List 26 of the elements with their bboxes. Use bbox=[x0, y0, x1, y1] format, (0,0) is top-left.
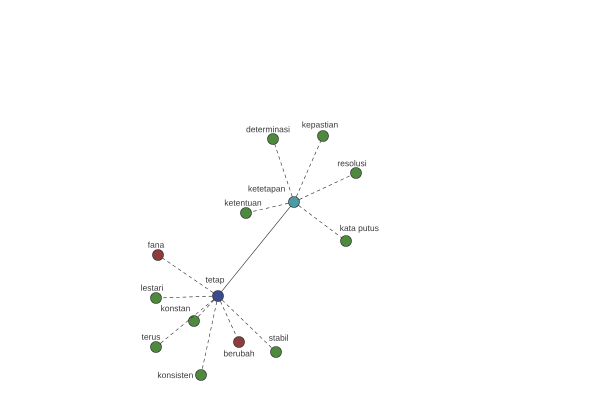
connector-line bbox=[296, 141, 321, 197]
connector-line bbox=[274, 144, 292, 197]
word-label: ketentuan bbox=[224, 200, 262, 206]
word-label: tetap bbox=[206, 277, 224, 284]
word-label: fana bbox=[148, 242, 164, 248]
word-label: kepastian bbox=[302, 121, 338, 130]
connector-line bbox=[198, 300, 214, 318]
connector-line bbox=[162, 296, 212, 298]
word-label: lestari bbox=[141, 284, 163, 291]
word-label: stabil bbox=[268, 334, 288, 341]
word-label: resolusi bbox=[338, 160, 366, 166]
word-label: ketetapan bbox=[248, 185, 285, 194]
connector-line bbox=[251, 203, 289, 212]
word-label: determinasi bbox=[246, 126, 290, 132]
connector-line bbox=[221, 206, 291, 292]
word-label: konstan bbox=[161, 305, 190, 312]
connector-line bbox=[160, 299, 214, 344]
connector-line bbox=[162, 258, 214, 294]
word-label: terus bbox=[142, 334, 160, 340]
connector-line bbox=[222, 300, 272, 348]
connector-line bbox=[298, 205, 342, 238]
connector-line bbox=[298, 175, 352, 200]
connector-line bbox=[202, 301, 218, 370]
word-label: konsisten bbox=[158, 372, 193, 378]
word-label: kata putus bbox=[340, 224, 379, 233]
word-label: berubah bbox=[224, 350, 254, 356]
